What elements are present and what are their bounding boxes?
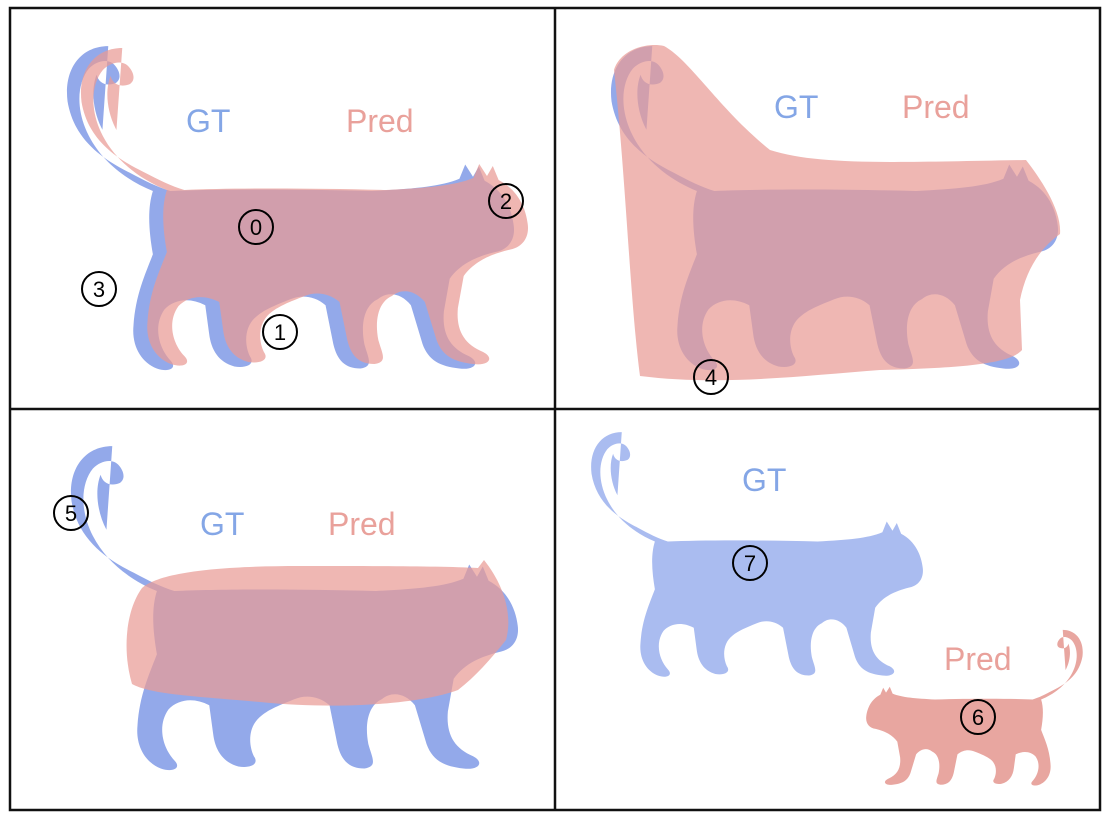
marker-4: 4 <box>693 359 729 395</box>
svg-text:4: 4 <box>705 365 717 390</box>
marker-1: 1 <box>262 314 298 350</box>
panel-top-right: GT Pred 4 <box>610 45 1061 395</box>
gt-label: GT <box>186 103 230 139</box>
panel-top-left: GT Pred 0 1 2 3 <box>66 46 529 371</box>
panel-grid <box>8 6 1102 812</box>
svg-text:1: 1 <box>274 320 286 345</box>
svg-text:7: 7 <box>744 551 756 576</box>
svg-text:0: 0 <box>250 215 262 240</box>
pred-label: Pred <box>944 641 1012 677</box>
panel-bottom-left: GT Pred 5 <box>53 446 519 771</box>
svg-text:5: 5 <box>65 501 77 526</box>
svg-text:3: 3 <box>93 277 105 302</box>
pred-label: Pred <box>328 506 396 542</box>
marker-0: 0 <box>238 209 274 245</box>
svg-text:2: 2 <box>500 189 512 214</box>
marker-2: 2 <box>488 183 524 219</box>
pred-label: Pred <box>902 89 970 125</box>
pred-label: Pred <box>346 103 414 139</box>
pred-cat-silhouette <box>80 48 529 366</box>
marker-7: 7 <box>732 545 768 581</box>
pred-blob <box>126 560 509 706</box>
marker-6: 6 <box>960 699 996 735</box>
marker-3: 3 <box>81 271 117 307</box>
marker-5: 5 <box>53 495 89 531</box>
gt-label: GT <box>200 506 244 542</box>
gt-label: GT <box>742 462 786 498</box>
svg-text:6: 6 <box>972 705 984 730</box>
panel-bottom-right: GT Pred 7 6 <box>591 432 1083 786</box>
gt-label: GT <box>774 89 818 125</box>
pred-blob <box>614 45 1061 381</box>
